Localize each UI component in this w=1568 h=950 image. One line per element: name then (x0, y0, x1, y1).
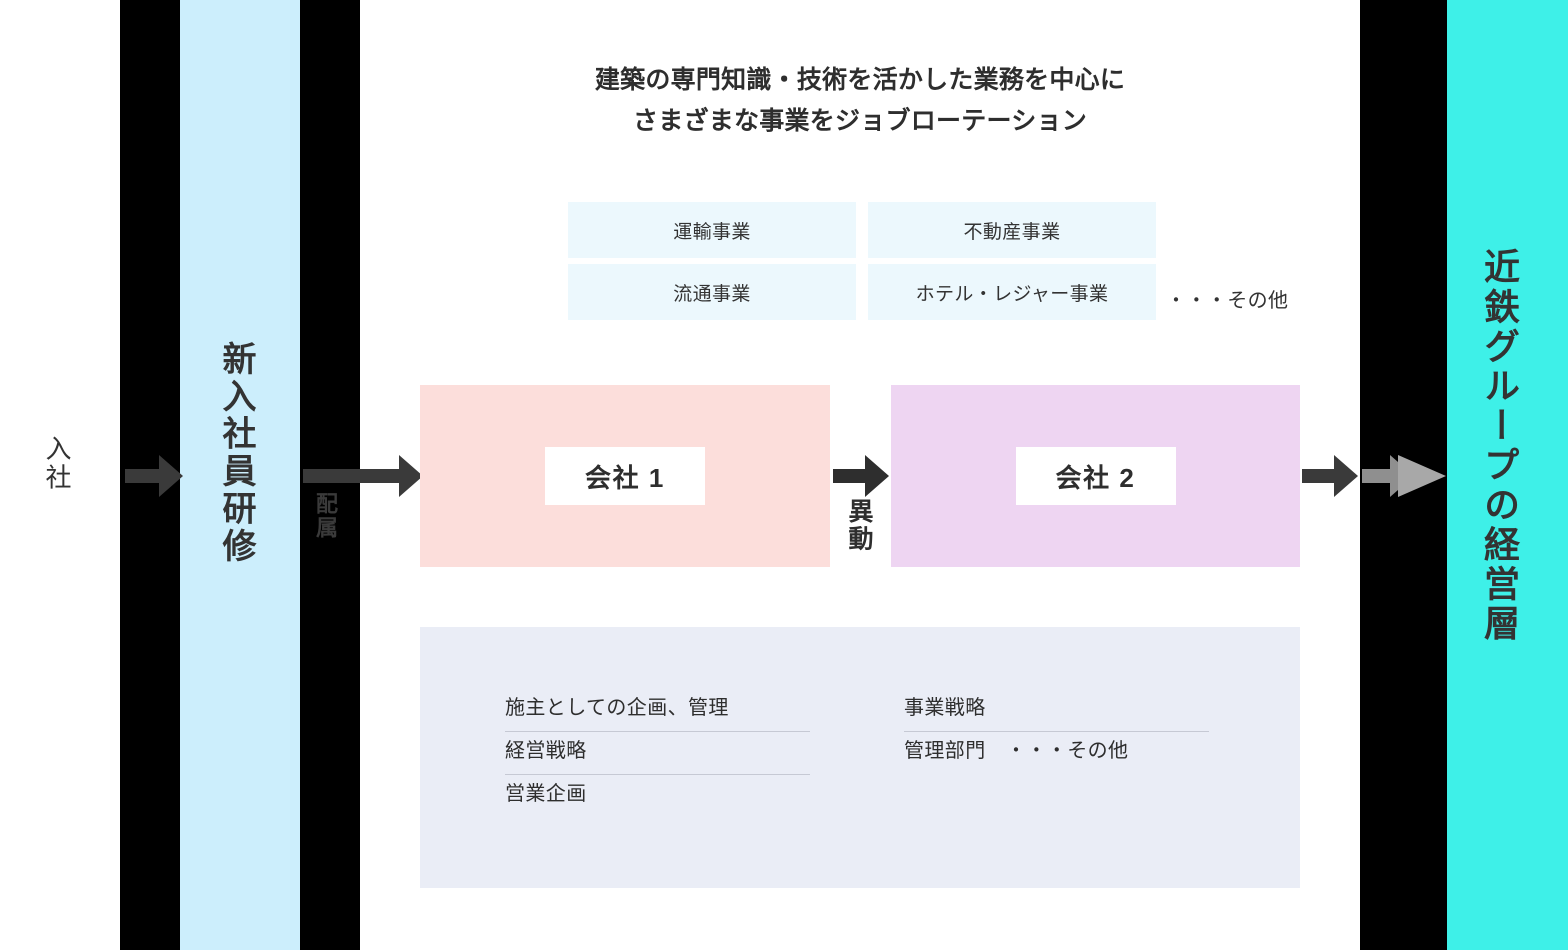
page-title: 建築の専門知識・技術を活かした業務を中心に さまざまな事業をジョブローテーション (420, 60, 1300, 143)
group-band (1447, 0, 1568, 950)
arrow-company2-to-group-icon (1302, 455, 1358, 497)
role-item: 管理部門 ・・・その他 (904, 740, 1129, 762)
roles-columns: 施主としての企画、管理 経営戦略 営業企画 事業戦略 管理部門 ・・・その他 (505, 689, 1225, 817)
arrow-training-to-company1-icon (303, 455, 423, 497)
role-item: 施主としての企画、管理 (505, 689, 810, 732)
page-title-line-1: 建築の専門知識・技術を活かした業務を中心に (594, 66, 1126, 94)
training-band (180, 0, 300, 950)
company-1-label: 会社 1 (545, 447, 705, 505)
roles-panel: 施主としての企画、管理 経営戦略 営業企画 事業戦略 管理部門 ・・・その他 (420, 627, 1300, 888)
training-label: 新入社員研修 (217, 341, 255, 566)
roles-column-left: 施主としての企画、管理 経営戦略 営業企画 (505, 689, 810, 817)
group-management-label: 近鉄グループの経営層 (1479, 248, 1520, 644)
entry-label: 入社 (42, 435, 72, 493)
company-2-box: 会社 2 (891, 385, 1300, 567)
business-grid: 運輸事業 不動産事業 流通事業 ホテル・レジャー事業 (568, 202, 1156, 320)
arrow-group-continuation-2-icon (1398, 455, 1446, 497)
business-cell-realestate: 不動産事業 (868, 202, 1156, 258)
company-1-box: 会社 1 (420, 385, 830, 567)
page-title-line-2: さまざまな事業をジョブローテーション (632, 107, 1087, 136)
company-2-label: 会社 2 (1015, 447, 1176, 505)
business-cell-hotel-leisure: ホテル・レジャー事業 (868, 264, 1156, 320)
business-cell-transport: 運輸事業 (568, 202, 856, 258)
role-item: 経営戦略 (505, 732, 810, 775)
business-more-label: ・・・その他 (1166, 290, 1289, 312)
business-cell-distribution: 流通事業 (568, 264, 856, 320)
role-item: 事業戦略 (904, 689, 1209, 732)
arrow-entry-to-training-icon (125, 455, 183, 497)
role-item: 営業企画 (505, 783, 587, 805)
assignment-label: 配属 (313, 492, 338, 541)
roles-column-right: 事業戦略 管理部門 ・・・その他 (904, 689, 1209, 817)
arrow-company1-to-company2-icon (833, 455, 889, 497)
transfer-label: 異動 (845, 498, 873, 553)
